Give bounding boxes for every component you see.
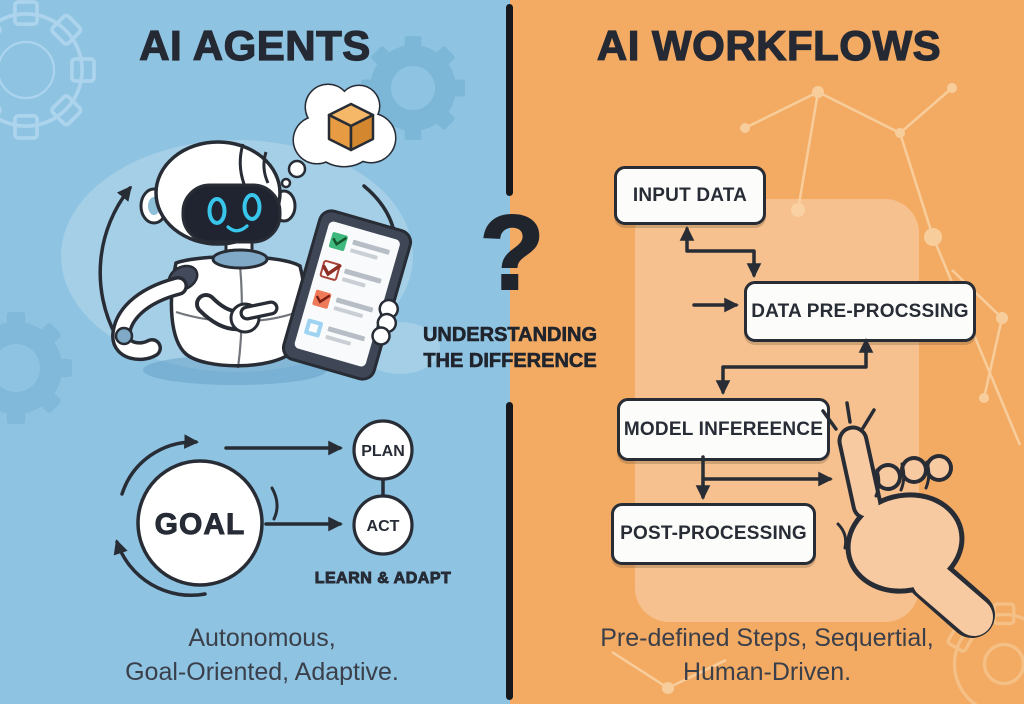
agents-summary-line2: Goal-Oriented, Adaptive. [125,658,399,686]
workflows-summary: Pre-defined Steps, Sequertial, Human-Dri… [514,621,1020,689]
flow-step-model-inference: MODEL INFEREENCE [617,398,830,461]
agents-title: AI AGENTS [139,21,371,69]
center-subtitle: UNDERSTANDING THE DIFFERENCE [400,322,620,374]
agents-summary: Autonomous, Goal-Oriented, Adaptive. [12,621,512,689]
flow-step-input-data: INPUT DATA [614,166,766,225]
workflows-summary-line2: Human-Driven. [682,658,852,686]
agents-summary-line1: Autonomous, [188,624,336,652]
workflows-title: AI WORKFLOWS [596,21,942,69]
question-mark: ? [479,194,546,312]
center-subtitle-line1: UNDERSTANDING [422,324,598,347]
panel-divider-bottom [506,402,513,700]
flow-step-data-pre-processing: DATA PRE-PROCSSING [744,281,976,342]
flow-step-post-processing: POST-PROCESSING [611,503,816,565]
center-subtitle-line2: THE DIFFERENCE [423,350,597,373]
workflows-summary-line1: Pre-defined Steps, Sequertial, [600,624,934,652]
panel-divider-top [506,4,513,196]
